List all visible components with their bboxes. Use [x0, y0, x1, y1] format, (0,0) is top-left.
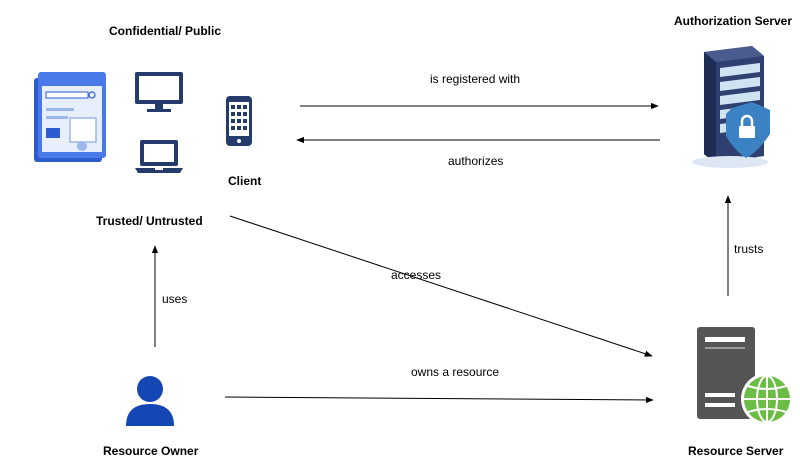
edge-label-accesses: accesses — [391, 268, 442, 282]
edge-label-registered: is registered with — [430, 72, 521, 86]
desktop-monitor-icon — [135, 72, 183, 112]
user-icon — [126, 376, 174, 426]
arrow-accesses — [229, 215, 653, 357]
edge-label-trusts: trusts — [734, 242, 764, 256]
server-rack-shield-icon — [692, 46, 770, 168]
edge-label-owns: owns a resource — [411, 365, 500, 379]
client-type-bottom-label: Trusted/ Untrusted — [96, 214, 203, 228]
edge-label-authorizes: authorizes — [448, 154, 504, 168]
mobile-phone-icon — [226, 96, 252, 146]
web-server-globe-icon — [697, 327, 793, 423]
laptop-icon — [135, 140, 183, 173]
edge-label-uses: uses — [162, 292, 188, 306]
resource-owner-label: Resource Owner — [103, 444, 199, 458]
client-type-top-label: Confidential/ Public — [109, 24, 222, 38]
client-label: Client — [228, 174, 262, 188]
authorization-server-label: Authorization Server — [674, 14, 793, 28]
browser-window-icon — [34, 72, 106, 162]
arrow-owns — [224, 396, 654, 404]
resource-server-label: Resource Server — [688, 444, 784, 458]
